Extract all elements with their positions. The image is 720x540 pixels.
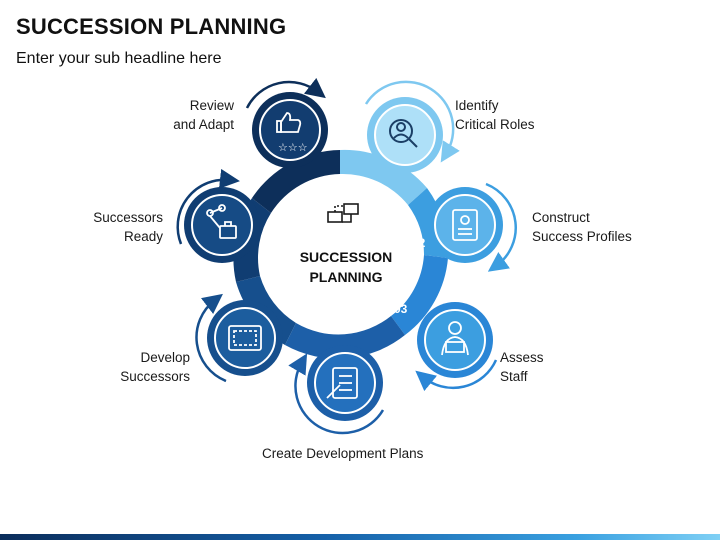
blueprint-icon	[228, 325, 262, 351]
arrow-01	[364, 80, 460, 163]
center-title-line1: SUCCESSION	[300, 249, 393, 265]
staff-icon	[441, 321, 469, 356]
step-number-02: 02	[412, 236, 426, 250]
step-label-02: Construct Success Profiles	[532, 210, 632, 244]
page-subtitle: Enter your sub headline here	[16, 50, 222, 67]
step-label-06: Successors Ready	[93, 210, 163, 244]
ring-segment-01	[340, 149, 427, 205]
briefcase-network-icon	[206, 204, 237, 239]
arrow-07	[245, 77, 326, 109]
step-label-01: Identify Critical Roles	[455, 98, 535, 132]
arrow-04	[288, 353, 385, 435]
step-07-node: ☆☆☆	[252, 92, 328, 168]
checklist-icon	[326, 367, 358, 399]
bottom-accent-bar	[0, 534, 720, 540]
step-number-07: 07	[308, 182, 322, 196]
profile-document-icon	[452, 209, 478, 241]
step-label-05: Develop Successors	[120, 350, 190, 384]
step-03-node	[417, 302, 493, 378]
magnifier-person-icon	[389, 119, 418, 148]
arrow-06	[176, 168, 240, 245]
step-number-03: 03	[394, 302, 408, 316]
center-title-line2: PLANNING	[309, 269, 382, 285]
ring-segment-07	[252, 150, 340, 213]
step-number-01: 01	[374, 183, 388, 197]
step-05-node	[207, 300, 283, 376]
svg-text:☆☆☆: ☆☆☆	[278, 141, 308, 154]
cycle-arrows	[176, 77, 517, 435]
step-04-node	[307, 345, 383, 421]
thumbs-up-stars-icon: ☆☆☆	[276, 112, 308, 154]
arrow-05	[195, 293, 227, 383]
step-02-node	[427, 187, 503, 263]
step-label-07: Review and Adapt	[173, 98, 234, 132]
step-01-node	[367, 97, 443, 173]
step-number-06: 06	[268, 233, 282, 247]
step-06-node	[184, 187, 260, 263]
ring-segment-03	[391, 255, 448, 335]
step-label-04: Create Development Plans	[262, 446, 424, 461]
page-title: SUCCESSION PLANNING	[16, 14, 287, 39]
step-number-05: 05	[276, 292, 290, 306]
flowchart-icon	[327, 203, 359, 223]
arrow-02	[485, 182, 517, 272]
step-number-04: 04	[337, 322, 351, 336]
step-label-03: Assess Staff	[500, 350, 544, 384]
ring-segment-04	[285, 316, 405, 359]
arrow-03	[415, 359, 498, 392]
